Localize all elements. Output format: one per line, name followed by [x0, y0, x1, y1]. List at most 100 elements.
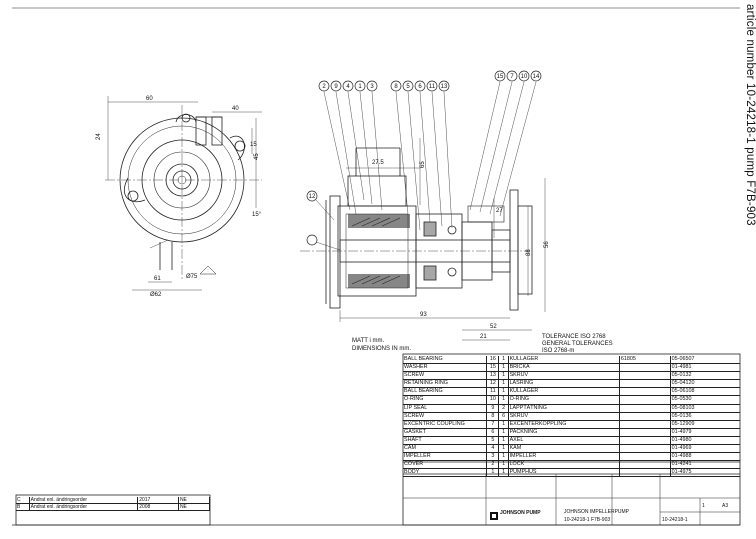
parts-cell-sv: SKRUV	[509, 412, 620, 420]
parts-cell-en: WASHER	[403, 364, 487, 372]
parts-cell-no: 5	[487, 436, 499, 445]
dimensions-note: DIMENSIONS IN mm.	[352, 346, 412, 352]
parts-cell-qty: 1	[499, 364, 509, 372]
parts-cell-en: CAM	[403, 445, 487, 453]
parts-cell-en: GASKET	[403, 428, 487, 436]
dim-text: 93	[420, 312, 427, 318]
parts-cell-mat: 61805	[620, 356, 671, 364]
parts-cell-no: 1	[487, 469, 499, 477]
dim-text: 56	[544, 241, 550, 248]
parts-cell-sv: LÄPPTÄTNING	[509, 404, 620, 412]
parts-cell-sv: KAM	[509, 445, 620, 453]
dim-text: 21	[480, 334, 487, 340]
parts-cell-no: 11	[487, 388, 499, 396]
dimension-labels: 60 40 45 15 24 61 Ø75 Ø62 15° 27.5 93 52…	[96, 96, 550, 340]
parts-cell-en: SCREW	[403, 372, 487, 380]
tolerance-note-2: GENERAL TOLERANCES	[542, 341, 613, 347]
balloon: 1	[358, 84, 362, 90]
sheet-number: 1	[702, 503, 705, 509]
parts-cell-sv: BRICKA	[509, 364, 620, 372]
parts-cell-sv: O-RING	[509, 396, 620, 404]
balloon: 10	[521, 74, 528, 80]
parts-cell-mat	[620, 396, 671, 404]
balloon: 9	[334, 84, 338, 90]
section-view	[300, 81, 546, 341]
parts-cell-sv: IMPELLER	[509, 453, 620, 461]
parts-cell-art: 05-06507	[671, 356, 695, 362]
parts-cell-qty: 1	[499, 428, 509, 436]
drawing-number: 10-24218-1	[662, 517, 688, 523]
balloon: 2	[322, 84, 326, 90]
balloon-group-top-right	[494, 70, 542, 82]
parts-cell-no: 12	[487, 380, 499, 388]
title-block-frame	[15, 353, 741, 526]
dim-text: 15	[250, 142, 257, 148]
parts-cell-sv: KULLAGER	[509, 388, 620, 396]
parts-cell-qty: 2	[499, 404, 509, 412]
balloon: 8	[394, 84, 398, 90]
parts-cell-art: 05-0132	[671, 372, 692, 379]
parts-cell-art: 05-08103	[671, 404, 695, 411]
parts-cell-mat	[620, 436, 671, 445]
parts-cell-art: 01-4975	[671, 469, 692, 476]
parts-cell-en: SCREW	[403, 412, 487, 420]
parts-cell-no: 8	[487, 412, 499, 420]
parts-cell-art: 01-4981	[671, 364, 692, 371]
parts-cell-sv: AXEL	[509, 436, 620, 445]
parts-cell-mat	[620, 372, 671, 380]
dim-text: 45	[254, 153, 260, 160]
company-name: JOHNSON PUMP	[500, 510, 541, 516]
dim-text: 52	[490, 324, 497, 330]
parts-cell-qty: 1	[499, 461, 509, 469]
parts-cell-no: 2	[487, 461, 499, 469]
revision-cell-text: Ändrat enl. ändringsorder	[30, 497, 139, 503]
parts-cell-no: 16	[487, 356, 499, 364]
parts-cell-mat	[620, 404, 671, 412]
parts-cell-mat	[620, 412, 671, 420]
parts-cell-mat	[620, 469, 671, 477]
parts-cell-mat	[620, 380, 671, 388]
parts-cell-art: 05-04120	[671, 380, 695, 387]
dim-text: 65	[420, 161, 426, 168]
parts-cell-mat	[620, 445, 671, 453]
parts-cell-art: 01-4980	[671, 436, 692, 443]
parts-cell-sv: LOCK	[509, 461, 620, 469]
parts-cell-qty: 1	[499, 420, 509, 428]
parts-cell-en: O-RING	[403, 396, 487, 404]
parts-cell-art: 05-06108	[671, 388, 695, 395]
dim-text: 40	[232, 106, 239, 112]
balloon-group-top-mid	[390, 80, 450, 92]
balloon: 5	[406, 84, 410, 90]
drawing-name-2: 10-24218-1 F7B-903	[564, 517, 611, 523]
parts-cell-en: BALL BEARING	[403, 388, 487, 396]
balloon: 12	[309, 194, 316, 200]
balloon: 14	[533, 74, 540, 80]
balloon: 11	[429, 84, 436, 90]
parts-cell-qty: 1	[499, 380, 509, 388]
parts-cell-mat	[620, 461, 671, 469]
dim-text: 24	[96, 133, 102, 140]
parts-cell-mat	[620, 453, 671, 461]
dim-text: 27	[496, 208, 503, 214]
balloon: 15	[497, 74, 504, 80]
article-title: article number 10-24218-1 pump F7B-903	[744, 4, 756, 226]
parts-cell-no: 6	[487, 428, 499, 436]
parts-cell-art: 05-0530	[671, 396, 692, 403]
parts-cell-art: 05-0136	[671, 412, 692, 419]
dim-text: 88	[526, 249, 532, 256]
parts-cell-qty: 1	[499, 356, 509, 364]
